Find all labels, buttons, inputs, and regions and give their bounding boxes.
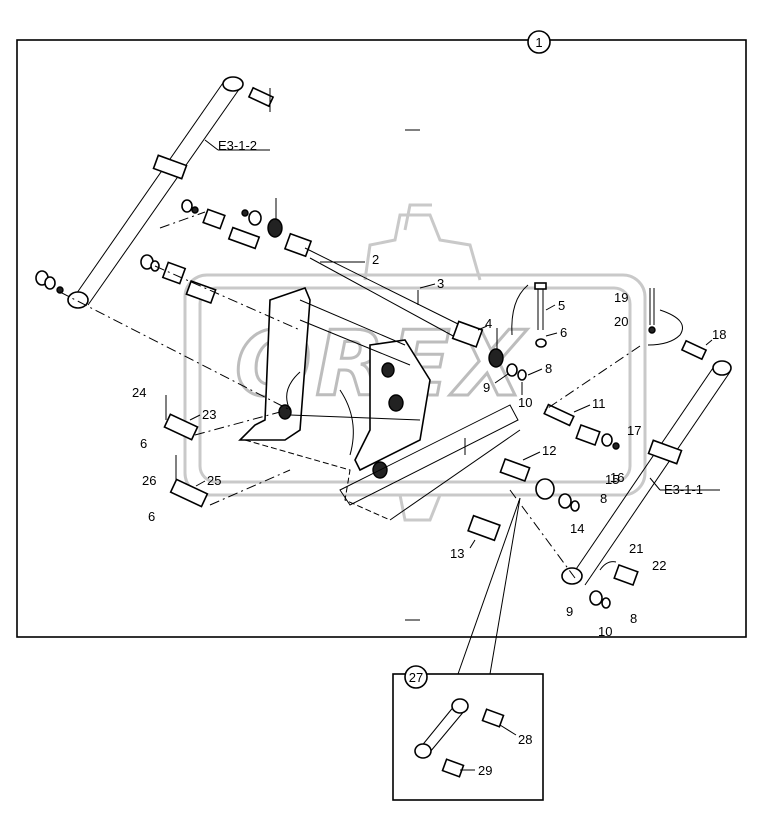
label-10a: 10 [518, 395, 532, 410]
label-9b: 9 [566, 604, 573, 619]
label-28: 28 [518, 732, 532, 747]
label-18: 18 [712, 327, 726, 342]
cylinder-lower [561, 360, 732, 586]
bolt-19-group [647, 288, 713, 361]
bushings-upper [161, 198, 313, 305]
pin-top [247, 86, 275, 112]
washers-8-9-10-upper [494, 363, 543, 395]
label-17: 17 [627, 423, 641, 438]
label-9a: 9 [483, 380, 490, 395]
callout-27: 27 [404, 665, 428, 689]
label-2: 2 [372, 252, 379, 267]
washer-group-left [35, 199, 262, 294]
label-22: 22 [652, 558, 666, 573]
label-8b: 8 [600, 491, 607, 506]
label-5: 5 [558, 298, 565, 313]
label-15: 15 [605, 472, 619, 487]
label-4: 4 [485, 316, 492, 331]
label-6c: 6 [148, 509, 155, 524]
ref-lower: E3-1-1 [664, 482, 703, 497]
label-24: 24 [132, 385, 146, 400]
label-25: 25 [207, 473, 221, 488]
ref-upper: E3-1-2 [218, 138, 257, 153]
shaft-2 [304, 247, 461, 338]
detail-leaders [457, 497, 521, 675]
label-26: 26 [142, 473, 156, 488]
label-14: 14 [570, 521, 584, 536]
label-16: 16 [610, 470, 624, 485]
label-8a: 8 [545, 361, 552, 376]
label-19: 19 [614, 290, 628, 305]
pin-25 [169, 455, 209, 508]
label-29: 29 [478, 763, 492, 778]
callout-1: 1 [527, 30, 551, 54]
pins-11-13 [467, 403, 620, 549]
label-20: 20 [614, 314, 628, 329]
main-frame [16, 39, 747, 638]
bracket-body [238, 287, 521, 521]
label-23: 23 [202, 407, 216, 422]
pin-23 [163, 395, 201, 441]
detail-box [392, 673, 544, 801]
label-12: 12 [542, 443, 556, 458]
callout-1-label: 1 [535, 35, 542, 50]
label-13: 13 [450, 546, 464, 561]
link-assembly-27 [414, 698, 517, 778]
bolt-3 [417, 283, 436, 305]
label-10b: 10 [598, 624, 612, 639]
label-3: 3 [437, 276, 444, 291]
label-6b: 6 [140, 436, 147, 451]
bolt-5-group [511, 282, 558, 348]
center-lines [59, 211, 641, 579]
label-21: 21 [629, 541, 643, 556]
bushing-4 [451, 320, 504, 368]
label-6a: 6 [560, 325, 567, 340]
callout-27-label: 27 [409, 670, 423, 685]
bushing-22 [589, 561, 639, 609]
label-11: 11 [592, 396, 606, 411]
label-8c: 8 [630, 611, 637, 626]
